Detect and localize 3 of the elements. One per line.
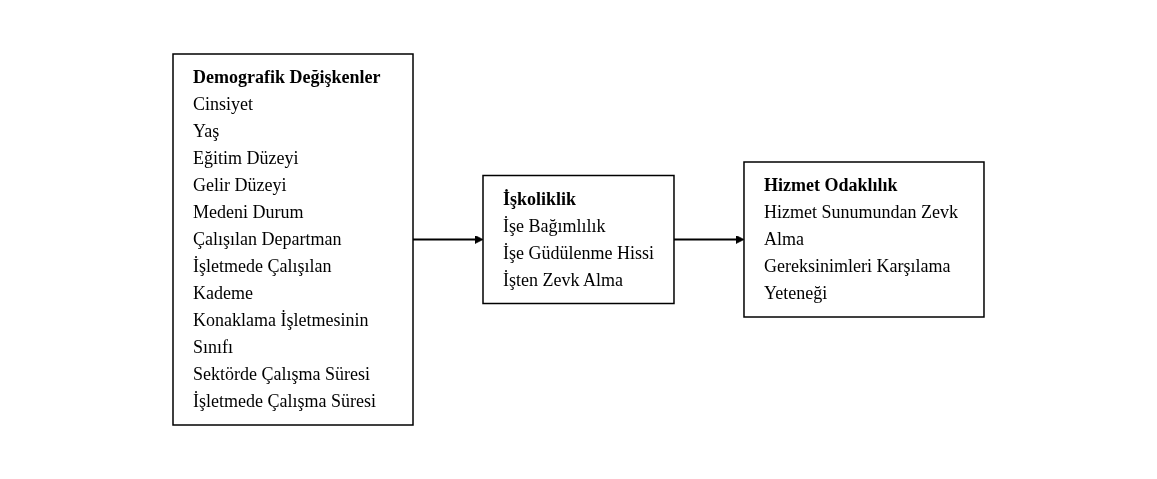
- node-box: Demografik Değişkenler Cinsiyet Yaş Eğitim Düzeyi Gelir Düzeyi Medeni Durum Çalışılan Departman İşletmede Çalışılan Kademe Konaklama İşletmesinin Sınıfı Sektörde Çalışma Süresi İşletmede Çalışma Süresi: [172, 53, 414, 426]
- node-box: İşkoliklik İşe Bağımlılık İşe Güdülenme Hissi İşten Zevk Alma: [482, 174, 675, 305]
- node-box: Hizmet Odaklılık Hizmet Sunumundan Zevk Alma Gereksinimleri Karşılama Yeteneği: [743, 161, 985, 318]
